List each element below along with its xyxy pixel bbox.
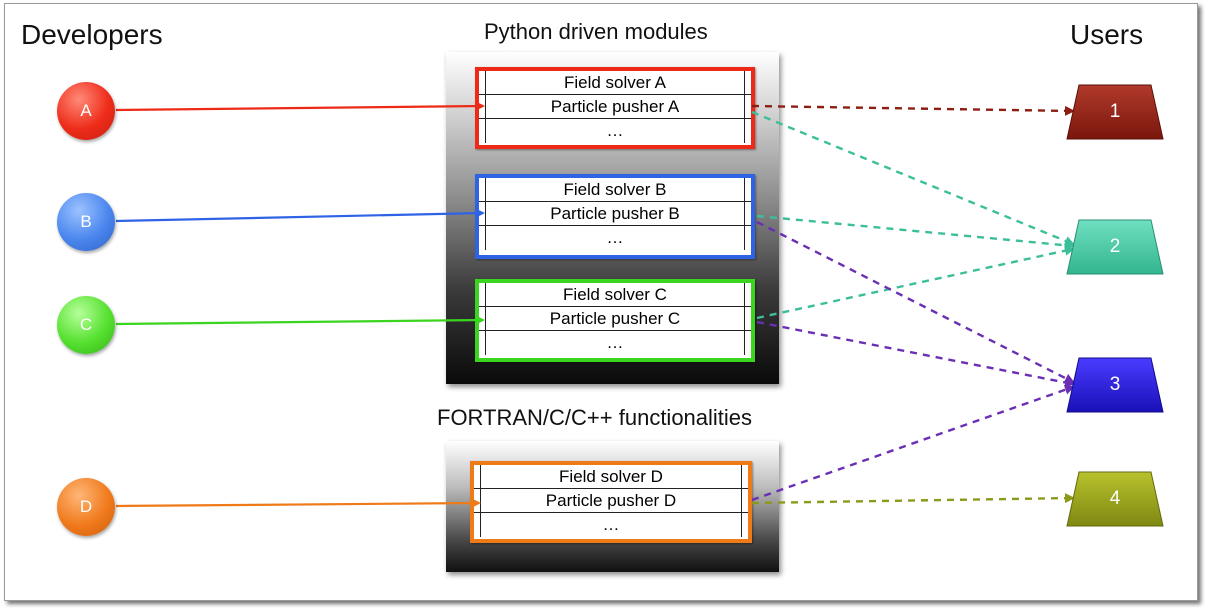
developers-heading: Developers	[21, 19, 163, 50]
module-a-particle-pusher: Particle pusher A	[479, 95, 751, 119]
user-1: 1	[1065, 83, 1165, 141]
link-module-a-user-1	[751, 104, 1075, 116]
module-d-particle-pusher: Particle pusher D	[474, 489, 748, 513]
link-module-c-user-3	[756, 320, 1075, 388]
module-d-more: …	[474, 513, 748, 537]
developer-b: B	[57, 193, 115, 251]
link-module-a-user-2	[751, 110, 1075, 246]
link-module-b-user-2	[756, 214, 1075, 251]
user-2: 2	[1065, 218, 1165, 276]
developer-c: C	[57, 296, 115, 354]
python-modules-heading: Python driven modules	[484, 19, 708, 44]
module-a: Field solver A Particle pusher A …	[475, 67, 755, 149]
module-b-more: …	[479, 226, 751, 250]
link-module-d-user-4	[751, 493, 1075, 505]
link-module-c-user-2	[756, 245, 1075, 320]
module-b: Field solver B Particle pusher B …	[475, 174, 755, 259]
module-a-more: …	[479, 119, 751, 143]
users-heading: Users	[1070, 19, 1144, 50]
link-module-b-user-3	[756, 220, 1075, 384]
module-c-particle-pusher: Particle pusher C	[479, 307, 751, 331]
user-3: 3	[1065, 356, 1165, 414]
developer-a: A	[57, 82, 115, 140]
native-functionalities-heading: FORTRAN/C/C++ functionalities	[437, 405, 753, 430]
module-d-field-solver: Field solver D	[474, 465, 748, 489]
module-d: Field solver D Particle pusher D …	[470, 461, 752, 543]
module-b-particle-pusher: Particle pusher B	[479, 202, 751, 226]
link-dev-a-module-a	[115, 101, 485, 112]
link-dev-c-module-c	[115, 315, 485, 326]
user-4: 4	[1065, 470, 1165, 528]
developer-d: D	[57, 478, 115, 536]
module-c-more: …	[479, 331, 751, 355]
module-c-field-solver: Field solver C	[479, 283, 751, 307]
link-dev-d-module-d	[115, 498, 481, 509]
module-c: Field solver C Particle pusher C …	[475, 279, 755, 362]
module-b-field-solver: Field solver B	[479, 178, 751, 202]
link-module-d-user-3	[751, 384, 1075, 502]
module-a-field-solver: Field solver A	[479, 71, 751, 95]
link-dev-b-module-b	[115, 208, 485, 223]
